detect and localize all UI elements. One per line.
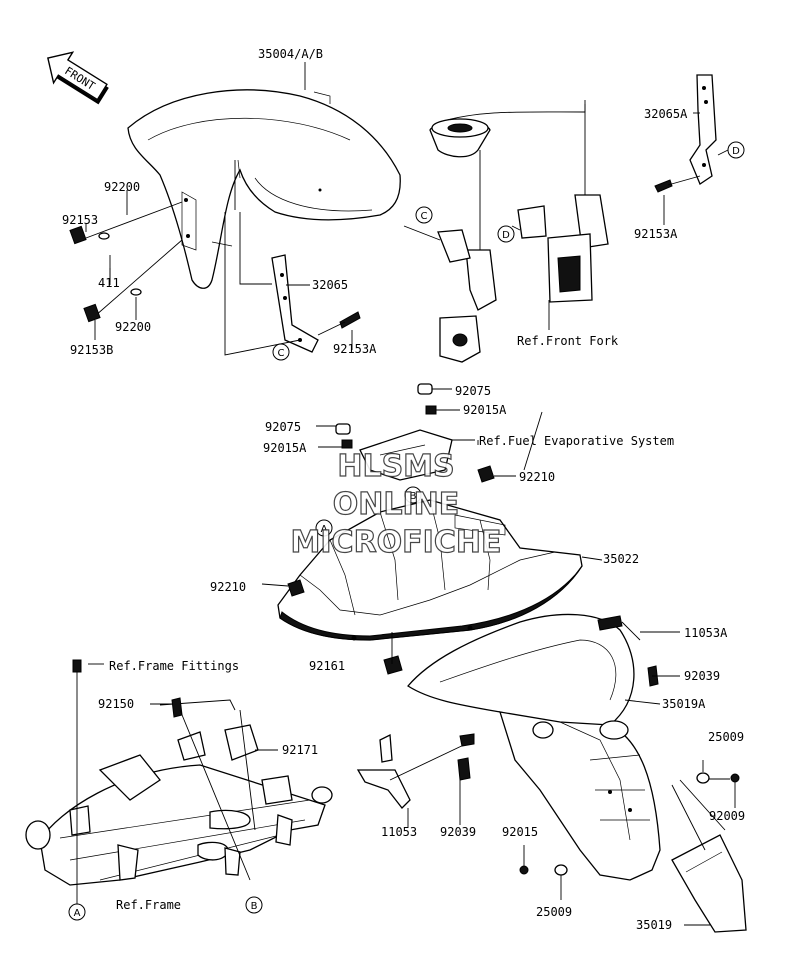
label-ref-frame: Ref.Frame [116, 898, 181, 912]
watermark-line-2: ONLINE [333, 487, 460, 522]
label-92153A-fender: 92153A [333, 342, 377, 356]
label-92015A-lower: 92015A [263, 441, 307, 455]
label-35004: 35004/A/B [258, 47, 323, 61]
frame-structure [25, 659, 333, 905]
label-25009-lower: 25009 [536, 905, 572, 919]
label-92210-upper: 92210 [519, 470, 555, 484]
undertray-35022 [277, 429, 583, 675]
label-ref-frame-fittings: Ref.Frame Fittings [109, 659, 239, 673]
clips [316, 383, 475, 449]
svg-text:B: B [410, 491, 417, 502]
label-92161: 92161 [309, 659, 345, 673]
bracket-32065 [224, 160, 361, 356]
bracket-11053 [356, 733, 475, 809]
bracket-32065A [654, 74, 729, 193]
label-11053A: 11053A [684, 626, 728, 640]
svg-text:C: C [421, 211, 428, 222]
label-92153: 92153 [62, 213, 98, 227]
svg-text:D: D [502, 230, 510, 241]
callout-B-lower: B [245, 896, 263, 914]
front-direction-arrow: FRONT [47, 51, 109, 105]
label-25009-upper: 25009 [708, 730, 744, 744]
label-35022: 35022 [603, 552, 639, 566]
svg-text:A: A [74, 908, 81, 919]
callout-A-lower: A [68, 903, 86, 921]
callout-D-bracket: D [727, 141, 745, 159]
label-92075-upper: 92075 [455, 384, 491, 398]
label-92200-upper: 92200 [104, 180, 140, 194]
label-ref-fuel-evaporative: Ref.Fuel Evaporative System [479, 434, 674, 448]
callout-B-upper: B [404, 486, 422, 504]
label-35019: 35019 [636, 918, 672, 932]
svg-text:A: A [321, 524, 328, 535]
label-ref-front-fork: Ref.Front Fork [517, 334, 619, 348]
leader-lines [85, 62, 736, 926]
label-92015: 92015 [502, 825, 538, 839]
label-92039-lower: 92039 [440, 825, 476, 839]
label-411: 411 [98, 276, 120, 290]
label-92075-lower: 92075 [265, 420, 301, 434]
callout-D-fork: D [497, 225, 515, 243]
label-92009: 92009 [709, 809, 745, 823]
label-32065A: 32065A [644, 107, 688, 121]
label-92015A-upper: 92015A [463, 403, 507, 417]
front-fork-parts [403, 100, 609, 363]
callout-C-fork: C [415, 206, 433, 224]
watermark-line-1: HLSMS [337, 449, 454, 484]
svg-text:C: C [278, 348, 285, 359]
svg-text:B: B [251, 901, 258, 912]
label-92153B: 92153B [70, 343, 113, 357]
callout-A-upper: A [315, 519, 333, 537]
label-32065: 32065 [312, 278, 348, 292]
watermark: HLSMS ONLINE MICROFICHE [290, 448, 502, 560]
label-92210-lower: 92210 [210, 580, 246, 594]
label-92171: 92171 [282, 743, 318, 757]
label-35019A: 35019A [662, 697, 706, 711]
rear-fender-35019A [407, 613, 661, 881]
part-labels: 35004/A/B 32065A 92200 92153 411 92200 9… [62, 47, 745, 932]
label-92200-lower: 92200 [115, 320, 151, 334]
label-92039-right: 92039 [684, 669, 720, 683]
label-11053: 11053 [381, 825, 417, 839]
label-92153A-bracket: 92153A [634, 227, 678, 241]
svg-text:D: D [732, 146, 740, 157]
callout-C-fender: C [272, 343, 290, 361]
label-92150: 92150 [98, 697, 134, 711]
watermark-line-3: MICROFICHE [291, 525, 502, 560]
front-fender [127, 89, 401, 289]
